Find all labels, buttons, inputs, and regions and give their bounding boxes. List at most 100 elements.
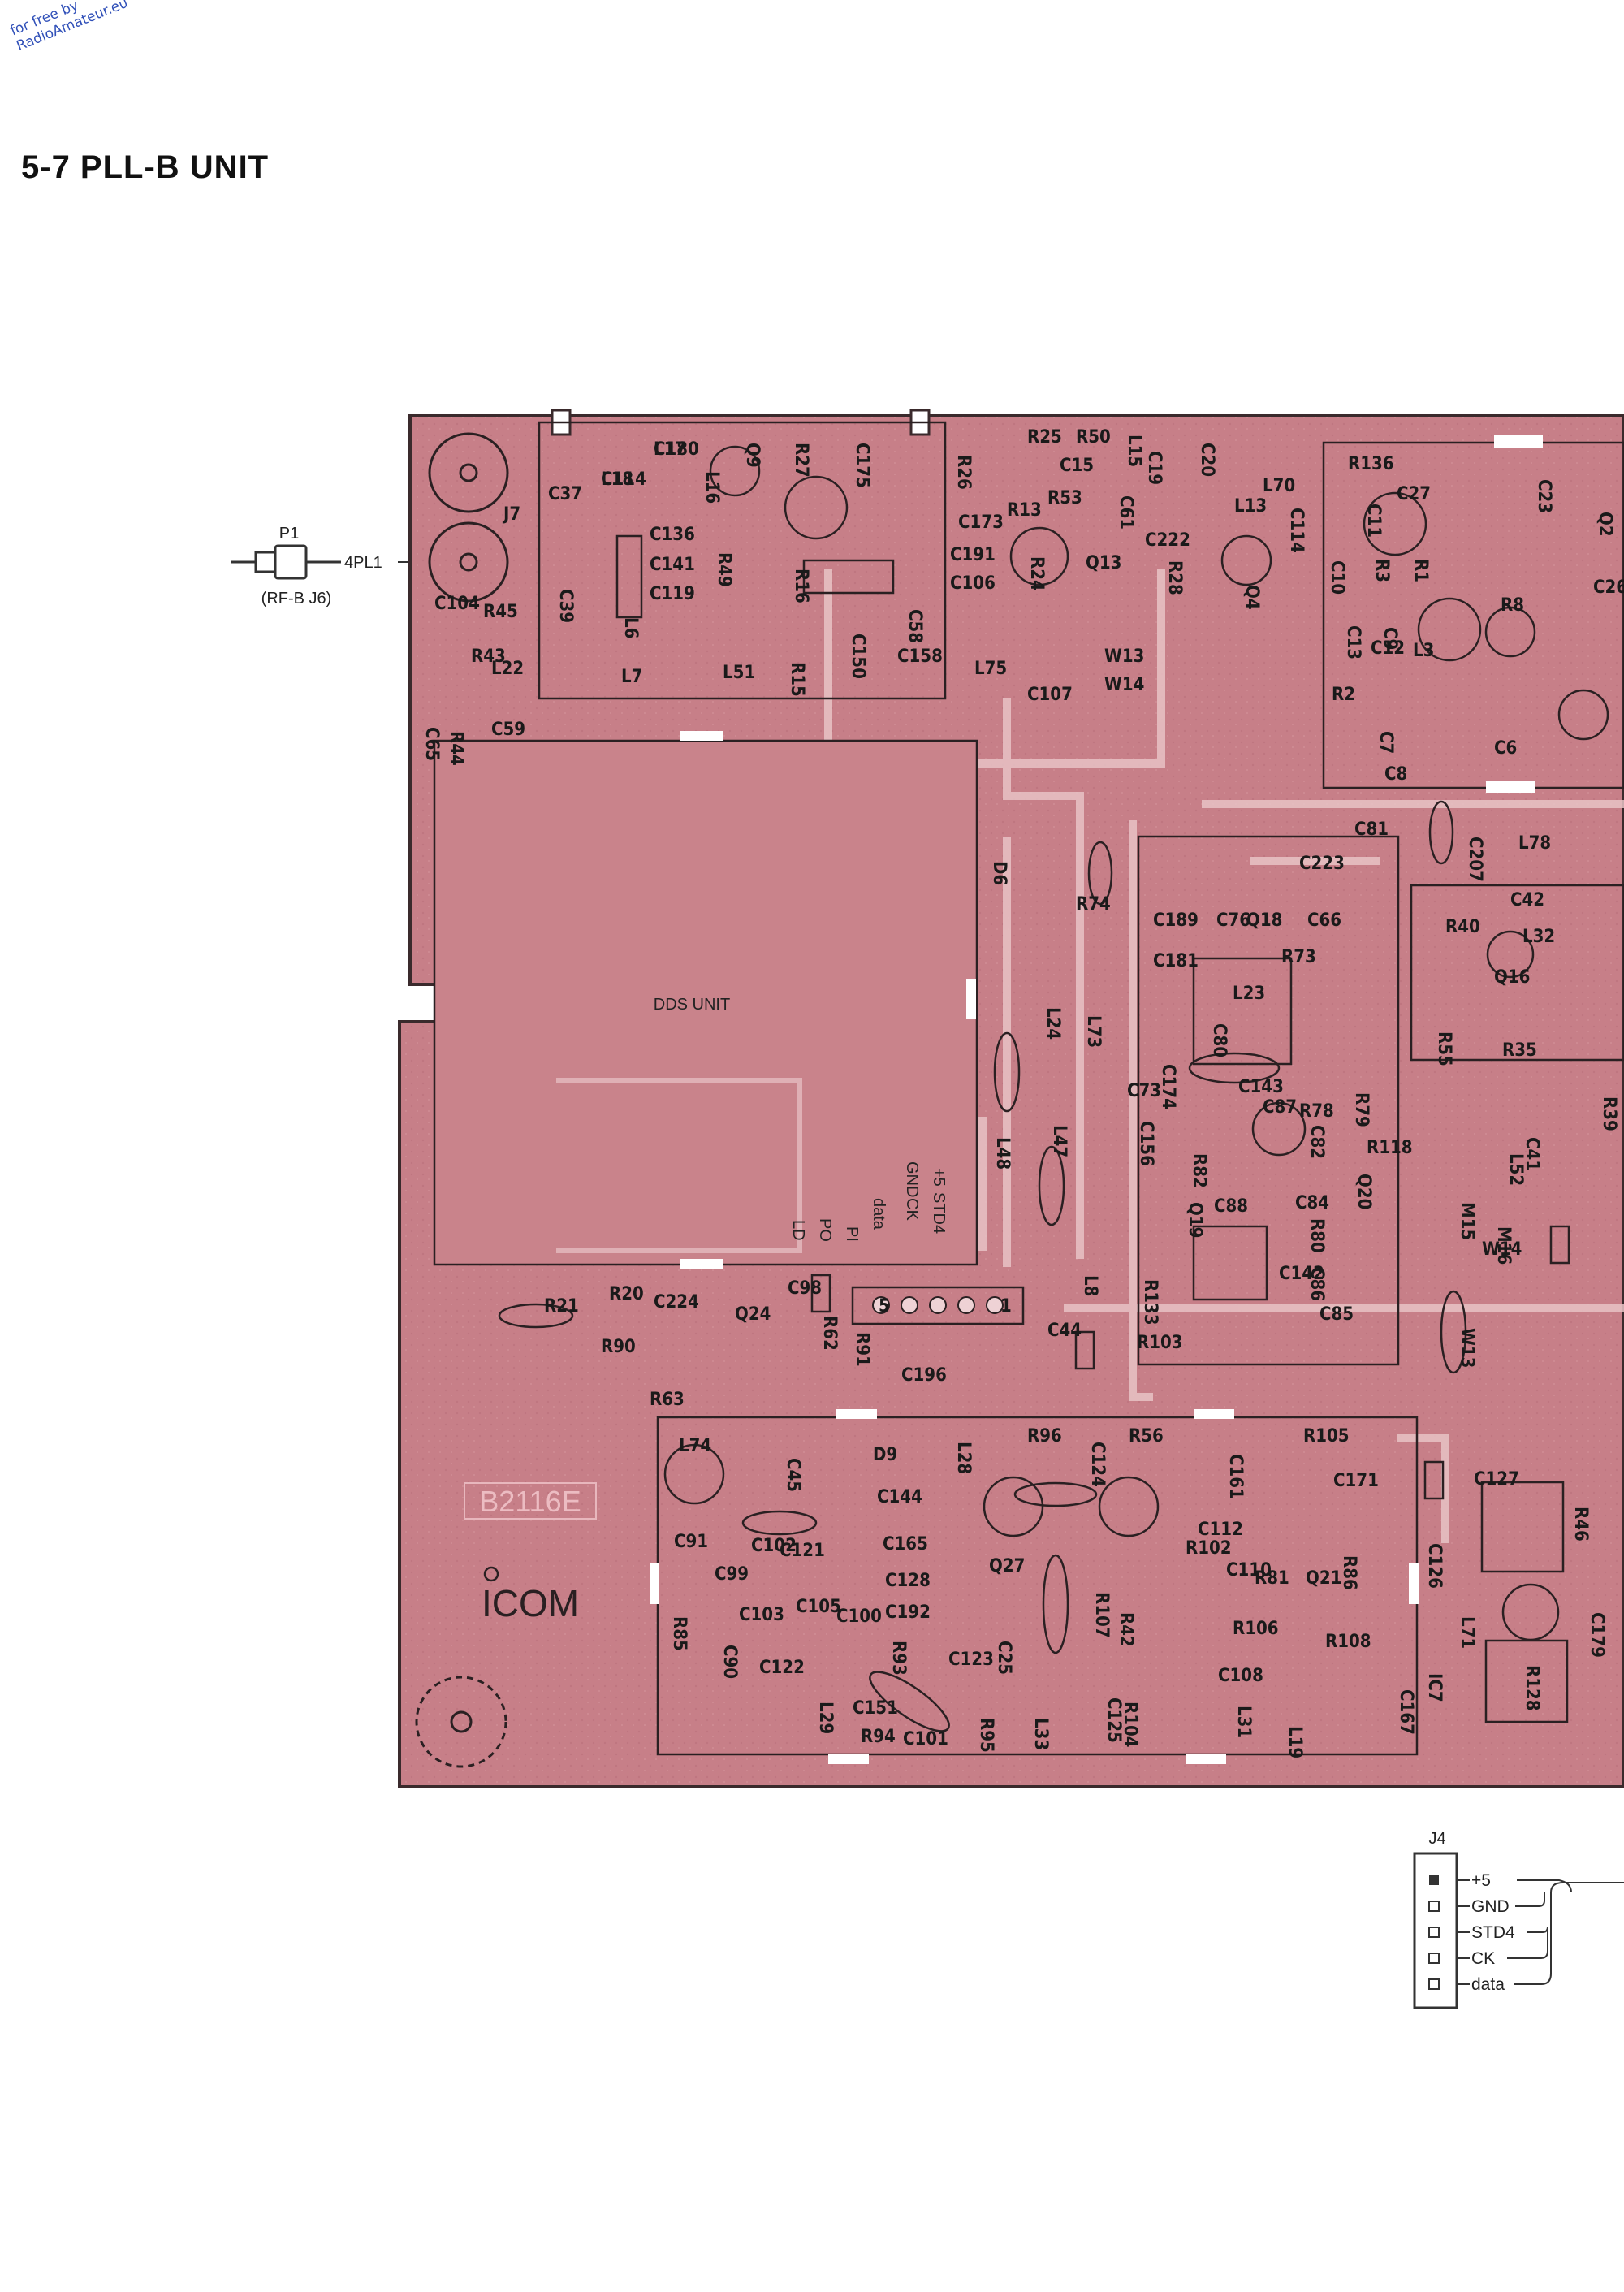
component-ref-label: R13 bbox=[1007, 500, 1042, 521]
component-ref-label: R78 bbox=[1299, 1101, 1334, 1122]
component-ref-label: C41 bbox=[1522, 1137, 1542, 1171]
component-ref-label: R94 bbox=[861, 1727, 896, 1747]
component-ref-label: R35 bbox=[1502, 1040, 1537, 1061]
j4-schematic-ref: J4 bbox=[1428, 1830, 1445, 1848]
component-ref-label: C222 bbox=[1145, 530, 1190, 551]
component-ref-label: C165 bbox=[883, 1534, 928, 1555]
component-ref-label: R26 bbox=[953, 455, 974, 490]
component-ref-label: R27 bbox=[791, 443, 811, 478]
component-ref-label: R28 bbox=[1164, 560, 1185, 595]
component-ref-label: C207 bbox=[1465, 837, 1485, 882]
component-ref-label: L15 bbox=[1124, 435, 1144, 467]
component-ref-label: R107 bbox=[1091, 1592, 1112, 1638]
component-ref-label: C98 bbox=[788, 1278, 822, 1299]
component-ref-label: L74 bbox=[679, 1436, 711, 1456]
component-ref-label: R81 bbox=[1255, 1568, 1289, 1589]
component-ref-label: C223 bbox=[1299, 854, 1345, 874]
component-ref-label: R63 bbox=[650, 1390, 685, 1410]
component-ref-label: R42 bbox=[1116, 1612, 1136, 1647]
component-ref-label: R86 bbox=[1339, 1555, 1359, 1590]
component-ref-label: C108 bbox=[1218, 1666, 1263, 1686]
component-ref-label: C189 bbox=[1153, 910, 1199, 931]
j4-silk-ld: LD bbox=[789, 1220, 807, 1241]
component-ref-label: C27 bbox=[1397, 484, 1431, 504]
component-ref-label: C86 bbox=[1307, 1267, 1327, 1301]
component-ref-label: R91 bbox=[852, 1332, 872, 1367]
component-ref-label: C124 bbox=[1087, 1442, 1108, 1487]
component-ref-label: L13 bbox=[1234, 496, 1267, 517]
component-ref-label: C37 bbox=[548, 484, 582, 504]
component-ref-label: C44 bbox=[1047, 1321, 1082, 1341]
mounting-holes bbox=[415, 432, 509, 1768]
component-ref-label: R15 bbox=[787, 662, 807, 697]
component-ref-label: D9 bbox=[873, 1445, 897, 1465]
component-ref-label: C103 bbox=[739, 1605, 784, 1625]
component-ref-label: R106 bbox=[1233, 1619, 1279, 1639]
component-ref-label: R55 bbox=[1434, 1031, 1454, 1066]
component-ref-label: L6 bbox=[620, 617, 641, 638]
component-ref-label: Q9 bbox=[742, 443, 762, 468]
component-ref-label: C81 bbox=[1354, 819, 1389, 840]
component-ref-label: R62 bbox=[819, 1316, 840, 1351]
component-ref-label: C87 bbox=[1263, 1097, 1297, 1118]
component-ref-label: R80 bbox=[1307, 1218, 1327, 1253]
component-ref-label: R56 bbox=[1129, 1426, 1164, 1447]
component-ref-label: C123 bbox=[948, 1650, 994, 1670]
j4-pin-gnd: GND bbox=[1471, 1897, 1510, 1916]
component-ref-label: R104 bbox=[1120, 1702, 1140, 1748]
j4-silk-gnd: GND bbox=[903, 1161, 921, 1197]
component-ref-label: C23 bbox=[1534, 479, 1554, 513]
j4-pin-std4: STD4 bbox=[1471, 1923, 1515, 1942]
component-ref-label: L47 bbox=[1049, 1125, 1069, 1157]
component-ref-label: C6 bbox=[1494, 738, 1517, 759]
component-ref-label: C136 bbox=[650, 525, 695, 545]
component-ref-label: R44 bbox=[446, 731, 466, 766]
component-ref-label: Q2 bbox=[1595, 512, 1615, 537]
component-ref-label: M15 bbox=[1457, 1202, 1477, 1240]
component-ref-label: L33 bbox=[1030, 1718, 1051, 1750]
component-ref-label: C142 bbox=[1279, 1264, 1324, 1284]
component-ref-label: R40 bbox=[1445, 917, 1480, 937]
component-ref-label: R49 bbox=[714, 552, 734, 587]
component-ref-label: C58 bbox=[905, 609, 925, 643]
j4-silk-labels: +5 GND STD4 CK data PI PO LD bbox=[789, 1161, 948, 1242]
j4-silk-data: data bbox=[870, 1198, 888, 1230]
component-ref-label: M16 bbox=[1493, 1226, 1514, 1265]
component-ref-label: L52 bbox=[1505, 1153, 1526, 1186]
component-ref-label: L24 bbox=[1043, 1007, 1063, 1040]
component-ref-label: D6 bbox=[989, 861, 1009, 885]
component-ref-label: Q18 bbox=[1246, 910, 1282, 931]
component-ref-label: C173 bbox=[958, 512, 1004, 533]
component-ref-label: C224 bbox=[654, 1292, 699, 1312]
component-ref-label: Q4 bbox=[1242, 585, 1262, 610]
component-ref-label: R79 bbox=[1351, 1092, 1371, 1127]
component-ref-label: R3 bbox=[1371, 559, 1392, 582]
component-ref-label: L71 bbox=[1457, 1616, 1477, 1649]
component-ref-label: R24 bbox=[1026, 556, 1047, 591]
component-ref-label: L75 bbox=[974, 659, 1007, 679]
component-ref-label: C126 bbox=[1424, 1543, 1445, 1589]
component-ref-label: L23 bbox=[1233, 984, 1265, 1004]
component-ref-label: C127 bbox=[1474, 1469, 1519, 1490]
component-ref-label: C45 bbox=[783, 1458, 803, 1492]
component-ref-label: C192 bbox=[885, 1602, 931, 1623]
j4-pin-data: data bbox=[1471, 1975, 1505, 1994]
component-ref-label: C101 bbox=[903, 1729, 948, 1749]
component-ref-label: C121 bbox=[780, 1541, 825, 1561]
component-ref-label: C156 bbox=[1136, 1121, 1156, 1166]
component-ref-label: Q19 bbox=[1185, 1202, 1205, 1238]
component-ref-label: C167 bbox=[1396, 1689, 1416, 1735]
component-ref-label: R45 bbox=[483, 602, 518, 622]
component-ref-label: L48 bbox=[992, 1137, 1013, 1170]
component-ref-label: C61 bbox=[1116, 495, 1136, 530]
component-ref-label: C76 bbox=[1216, 910, 1250, 931]
icom-logo: ICOM bbox=[482, 1582, 579, 1624]
p1-note-label: (RF-B J6) bbox=[261, 590, 332, 608]
j4-silk-pi: PI bbox=[843, 1226, 861, 1242]
component-ref-label: R25 bbox=[1027, 427, 1062, 448]
component-ref-label: L8 bbox=[1080, 1275, 1100, 1296]
pad-markers bbox=[650, 435, 1543, 1764]
component-ref-label: C122 bbox=[759, 1658, 805, 1678]
